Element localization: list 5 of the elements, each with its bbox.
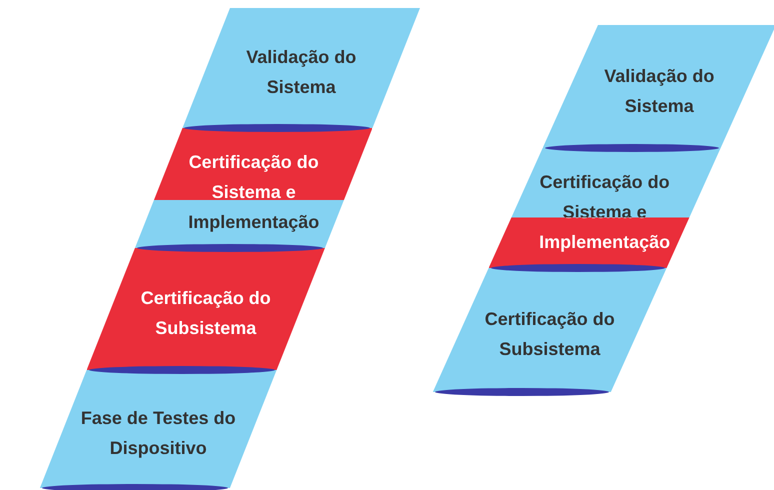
stage-label: Validação do Sistema bbox=[603, 64, 716, 118]
stage-label: Validação do Sistema bbox=[245, 46, 358, 99]
stage-label: Certificação do Subsistema bbox=[140, 287, 272, 340]
stage-label: Certificação do Subsistema bbox=[484, 308, 616, 361]
stage-label: Fase de Testes do Dispositivo bbox=[80, 407, 237, 460]
